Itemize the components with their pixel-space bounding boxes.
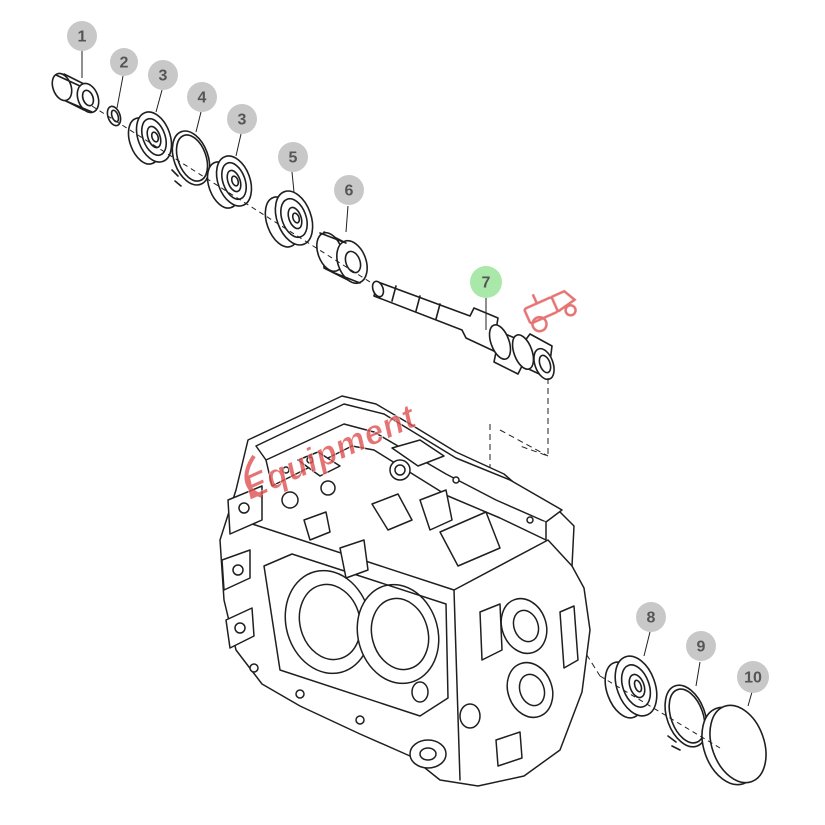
callout-bubbles: 1 2 3 4 3 5 6 7 — [67, 21, 769, 693]
callout-8-label: 8 — [647, 610, 656, 627]
callout-1[interactable]: 1 — [67, 21, 97, 51]
watermark-swoosh — [244, 454, 263, 498]
callout-3b-label: 3 — [238, 112, 247, 129]
callout-3b[interactable]: 3 — [227, 104, 257, 134]
callout-5-label: 5 — [289, 150, 298, 167]
callout-6[interactable]: 6 — [334, 175, 364, 205]
part-8-bearing — [604, 655, 658, 719]
part-4-snap-ring — [171, 130, 211, 187]
callout-10-label: 10 — [744, 670, 762, 687]
callout-3a-label: 3 — [159, 68, 168, 85]
callout-2-label: 2 — [120, 55, 129, 72]
part-7-shaft — [371, 280, 555, 381]
callout-9[interactable]: 9 — [686, 631, 716, 661]
part-3-bearing-b — [206, 155, 253, 209]
part-1-bushing — [51, 72, 100, 114]
tractor-icon — [523, 289, 577, 333]
lower-parts-group — [604, 655, 767, 786]
callout-2[interactable]: 2 — [110, 48, 138, 76]
callout-3a[interactable]: 3 — [148, 60, 178, 90]
callout-1-label: 1 — [78, 29, 87, 46]
upper-parts-group — [51, 72, 555, 381]
callout-4[interactable]: 4 — [187, 82, 217, 112]
callout-7[interactable]: 7 — [470, 266, 502, 298]
callout-9-label: 9 — [697, 639, 706, 656]
callout-7-label: 7 — [482, 275, 491, 292]
part-6-sleeve — [316, 231, 368, 285]
part-5-bearing — [264, 190, 314, 248]
leader-lines — [81, 50, 753, 707]
callout-5[interactable]: 5 — [278, 142, 308, 172]
part-10-cover-cap — [701, 704, 767, 786]
callout-8[interactable]: 8 — [636, 602, 666, 632]
part-9-snap-ring — [664, 684, 708, 751]
part-3-bearing-a — [127, 111, 173, 165]
callout-6-label: 6 — [345, 183, 354, 200]
callout-4-label: 4 — [198, 90, 207, 107]
transmission-housing — [219, 395, 591, 787]
callout-10[interactable]: 10 — [737, 661, 769, 693]
top-axis-line — [91, 105, 371, 283]
